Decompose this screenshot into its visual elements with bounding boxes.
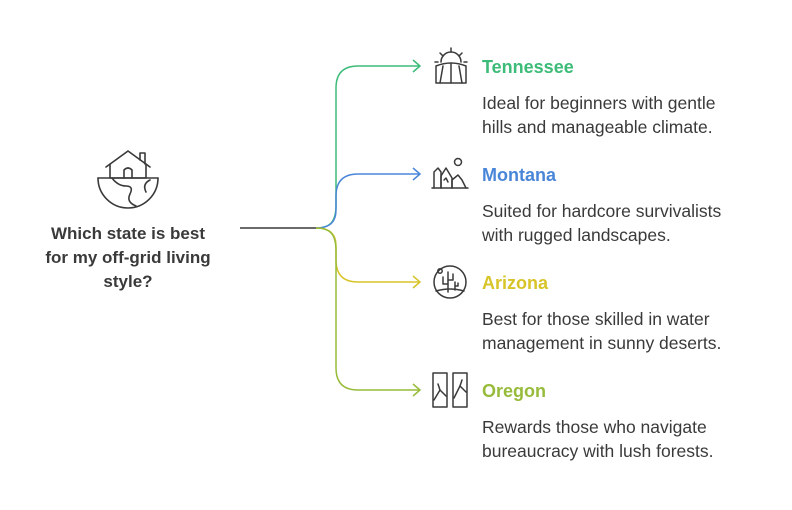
option-title-tennessee: Tennessee (482, 57, 574, 77)
question-line-2: for my off-grid living (45, 248, 211, 267)
option-desc-arizona: Best for those skilled in water manageme… (482, 307, 782, 355)
connector-arizona (315, 227, 420, 283)
connector-oregon (315, 227, 420, 391)
connector-tennessee (315, 65, 420, 229)
option-desc-oregon: Rewards those who navigate bureaucracy w… (482, 415, 782, 463)
arrow-montana (412, 167, 422, 181)
option-desc-line-1: Ideal for beginners with gentle (482, 93, 716, 113)
option-desc-line-2: bureaucracy with lush forests. (482, 441, 714, 461)
question-line-3: style? (103, 272, 153, 291)
option-desc-montana: Suited for hardcore survivalists with ru… (482, 199, 782, 247)
rugged-mountains-icon (431, 157, 469, 189)
option-title-oregon: Oregon (482, 381, 547, 401)
option-desc-line-2: with rugged landscapes. (482, 225, 671, 245)
option-title-montana: Montana (482, 165, 556, 185)
sunrise-farm-icon (434, 47, 468, 84)
option-desc-line-1: Best for those skilled in water (482, 309, 710, 329)
house-globe-icon (97, 150, 159, 209)
arrow-oregon (412, 383, 422, 397)
connector-montana (315, 173, 420, 229)
option-desc-line-1: Rewards those who navigate (482, 417, 707, 437)
question-line-1: Which state is best (51, 224, 205, 243)
option-title-arizona: Arizona (482, 273, 549, 293)
arrow-tennessee (412, 59, 422, 73)
option-desc-line-2: hills and manageable climate. (482, 117, 713, 137)
option-desc-line-2: management in sunny deserts. (482, 333, 722, 353)
option-desc-tennessee: Ideal for beginners with gentle hills an… (482, 91, 782, 139)
arrow-arizona (412, 275, 422, 289)
question-label: Which state is best for my off-grid livi… (20, 222, 236, 294)
desert-cactus-icon (433, 265, 467, 299)
option-desc-line-1: Suited for hardcore survivalists (482, 201, 722, 221)
forest-window-icon (432, 372, 468, 408)
